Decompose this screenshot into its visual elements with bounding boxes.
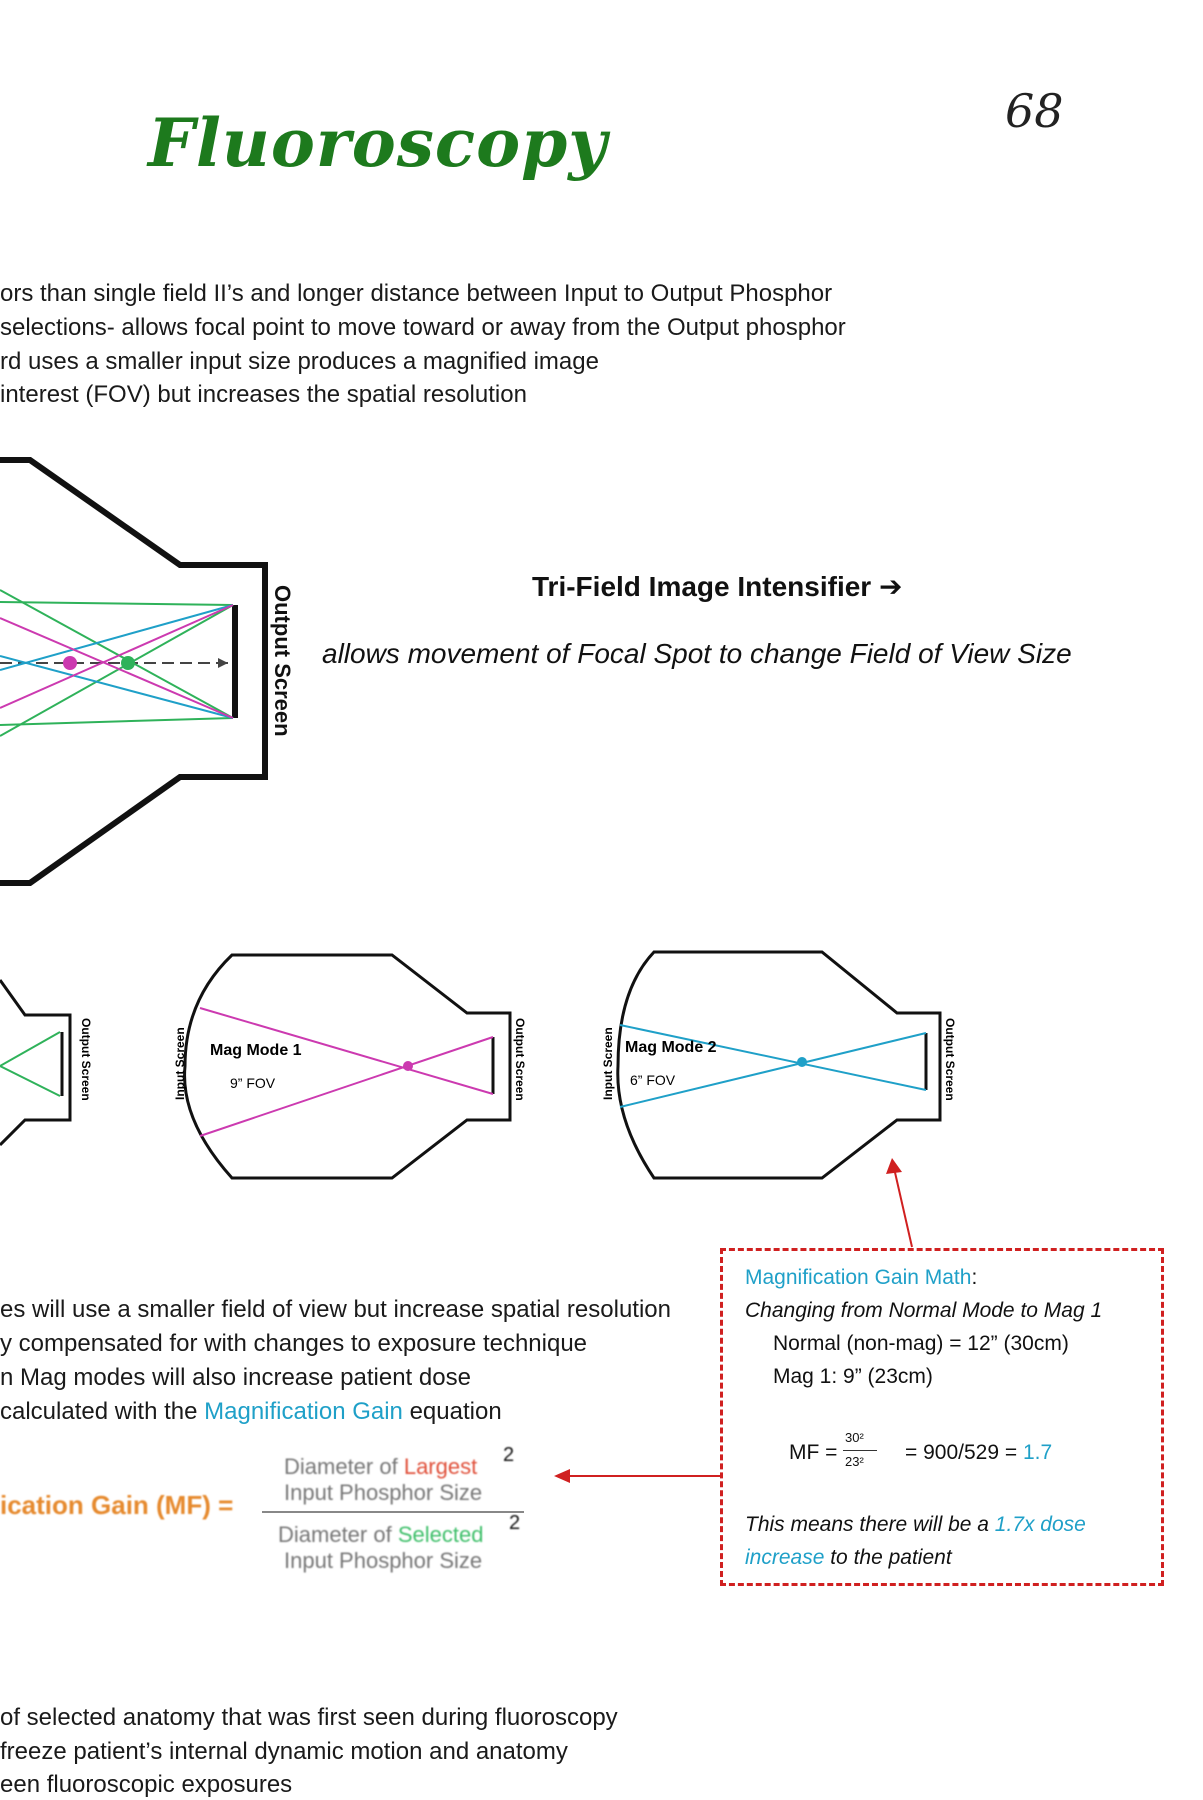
tri-field-diagram: Output Screen — [0, 457, 295, 886]
mf-box-mag1: Mag 1: 9” (23cm) — [773, 1365, 933, 1388]
intensifier-outline — [0, 457, 268, 886]
normal-output-label: Output Screen — [79, 1018, 93, 1101]
mag2-outline — [616, 950, 942, 1180]
annotation-arrows — [554, 1158, 913, 1483]
axis-arrowhead — [218, 658, 228, 668]
footer-line-2: freeze patient’s internal dynamic motion… — [0, 1738, 568, 1765]
page-number: 68 — [1005, 84, 1064, 138]
body-line-4: calculated with the Magnification Gain e… — [0, 1398, 502, 1425]
intro-line-3: rd uses a smaller input size produces a … — [0, 348, 599, 375]
mf-box-fraction-bar — [843, 1450, 877, 1451]
mf-box-result: = 900/529 = 1.7 — [905, 1441, 1053, 1464]
mag1-mode-label: Mag Mode 1 — [210, 1042, 302, 1059]
output-screen-label: Output Screen — [270, 585, 295, 737]
focal-point-normal — [121, 656, 135, 670]
mag1-fov-label: 9” FOV — [230, 1075, 276, 1091]
equation-label: ication Gain (MF) = — [0, 1490, 234, 1520]
page-title: Fluoroscopy — [148, 104, 608, 182]
intro-line-4: interest (FOV) but increases the spatial… — [0, 381, 527, 408]
denominator-exponent: 2 — [509, 1512, 521, 1534]
equation-denominator-line2: Input Phosphor Size — [284, 1548, 483, 1573]
mf-box-denominator: 23² — [845, 1454, 864, 1469]
arrow-to-mag2 — [893, 1167, 913, 1248]
equation-denominator-line1: Diameter of Selected — [278, 1522, 484, 1547]
equation-numerator-line1: Diameter of Largest — [284, 1454, 478, 1479]
intro-line-1: ors than single field II’s and longer di… — [0, 280, 833, 307]
equation-fraction-bar — [262, 1511, 524, 1513]
tri-field-title: Tri-Field Image Intensifier ➔ — [532, 571, 903, 602]
body-line-3: n Mag modes will also increase patient d… — [0, 1364, 471, 1391]
magnification-gain-term: Magnification Gain — [204, 1398, 403, 1425]
mag-mode-diagrams: Output Screen Input Screen Mag Mode 1 9”… — [0, 950, 957, 1180]
body-line-2: y compensated for with changes to exposu… — [0, 1330, 588, 1357]
mf-box-normal: Normal (non-mag) = 12” (30cm) — [773, 1332, 1069, 1355]
mag2-input-label: Input Screen — [601, 1027, 615, 1100]
mf-box-title: Magnification Gain Math: — [745, 1266, 978, 1289]
mf-box-subtitle: Changing from Normal Mode to Mag 1 — [745, 1299, 1103, 1322]
focal-point-mag — [63, 656, 77, 670]
mf-box-conclusion-2: increase to the patient — [745, 1546, 952, 1569]
mag1-outline — [183, 953, 512, 1180]
mf-box-mf-label: MF = — [789, 1441, 838, 1464]
mag2-output-label: Output Screen — [943, 1018, 957, 1101]
body-line-1: es will use a smaller field of view but … — [0, 1296, 671, 1323]
intro-line-2: selections- allows focal point to move t… — [0, 314, 846, 341]
mag1-input-label: Input Screen — [173, 1027, 187, 1100]
mf-box-numerator: 30² — [845, 1430, 864, 1445]
numerator-exponent: 2 — [503, 1444, 515, 1466]
mag2-fov-label: 6” FOV — [630, 1072, 676, 1088]
normal-mode-outline — [0, 979, 72, 1147]
mag2-mode-label: Mag Mode 2 — [625, 1039, 717, 1056]
mag1-output-label: Output Screen — [513, 1018, 527, 1101]
footer-line-3: een fluoroscopic exposures — [0, 1771, 293, 1798]
tri-field-subtitle: allows movement of Focal Spot to change … — [322, 638, 1072, 669]
mf-box-conclusion-1: This means there will be a 1.7x dose — [745, 1513, 1086, 1536]
equation-numerator-line2: Input Phosphor Size — [284, 1480, 483, 1505]
magnification-math-box: Magnification Gain Math: Changing from N… — [720, 1248, 1164, 1586]
footer-line-1: of selected anatomy that was first seen … — [0, 1704, 618, 1731]
